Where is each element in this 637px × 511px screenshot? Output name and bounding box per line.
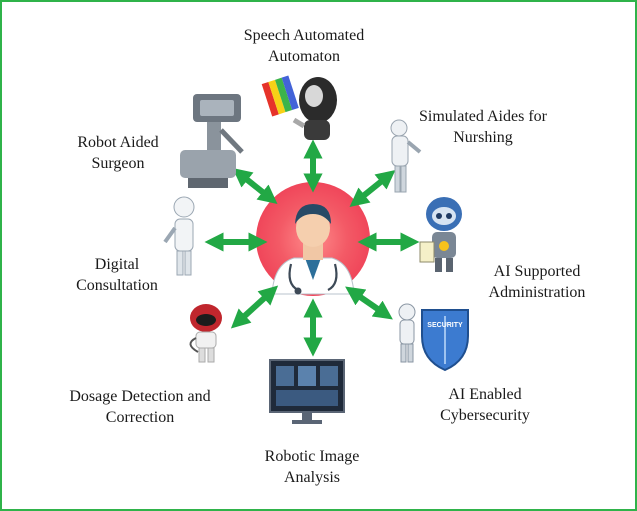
label-line: Surgeon (91, 155, 145, 172)
label-line: AI Enabled (448, 386, 522, 403)
arrow-surgeon (232, 168, 278, 204)
arrow-cyber (345, 286, 393, 320)
label-line: Automaton (268, 48, 340, 65)
doctor-icon (271, 204, 355, 295)
label-line: Robot Aided (77, 134, 159, 151)
label-line: Administration (488, 284, 586, 301)
label-ai-supported-administration: AI Supported Administration (472, 261, 602, 303)
shield-text: SECURITY (427, 322, 463, 329)
imaging-monitor-icon (269, 359, 345, 424)
label-speech-automated-automaton: Speech Automated Automaton (224, 25, 384, 67)
center-doctor (256, 182, 370, 296)
admin-robot-icon (419, 197, 462, 272)
arrow-nursing (349, 169, 396, 208)
security-shield-robot-icon: SECURITY (398, 303, 469, 372)
label-robot-aided-surgeon: Robot Aided Surgeon (58, 132, 178, 174)
surgical-robot-icon (180, 94, 244, 188)
label-digital-consultation: Digital Consultation (62, 254, 172, 296)
label-dosage-detection-correction: Dosage Detection and Correction (50, 386, 230, 428)
label-line: Nurshing (453, 129, 513, 146)
label-line: Dosage Detection and (69, 388, 211, 405)
label-line: Cybersecurity (440, 407, 530, 424)
arrows (204, 139, 420, 357)
consultation-robot-icon (163, 196, 195, 276)
arrow-dosage (230, 285, 279, 329)
label-line: AI Supported (493, 263, 581, 280)
label-robotic-image-analysis: Robotic Image Analysis (250, 446, 374, 488)
label-ai-enabled-cybersecurity: AI Enabled Cybersecurity (423, 384, 547, 426)
label-line: Correction (105, 409, 175, 426)
label-line: Simulated Aides for (419, 108, 547, 125)
dosage-robot-icon (189, 304, 222, 363)
label-line: Speech Automated (243, 27, 365, 44)
label-line: Analysis (284, 469, 340, 486)
nurse-robot-icon (390, 119, 422, 193)
speech-robot-icon (261, 75, 337, 140)
label-simulated-aides-nursing: Simulated Aides for Nurshing (398, 106, 568, 148)
label-line: Consultation (76, 277, 158, 294)
label-line: Digital (94, 256, 140, 273)
label-line: Robotic Image (264, 448, 360, 465)
